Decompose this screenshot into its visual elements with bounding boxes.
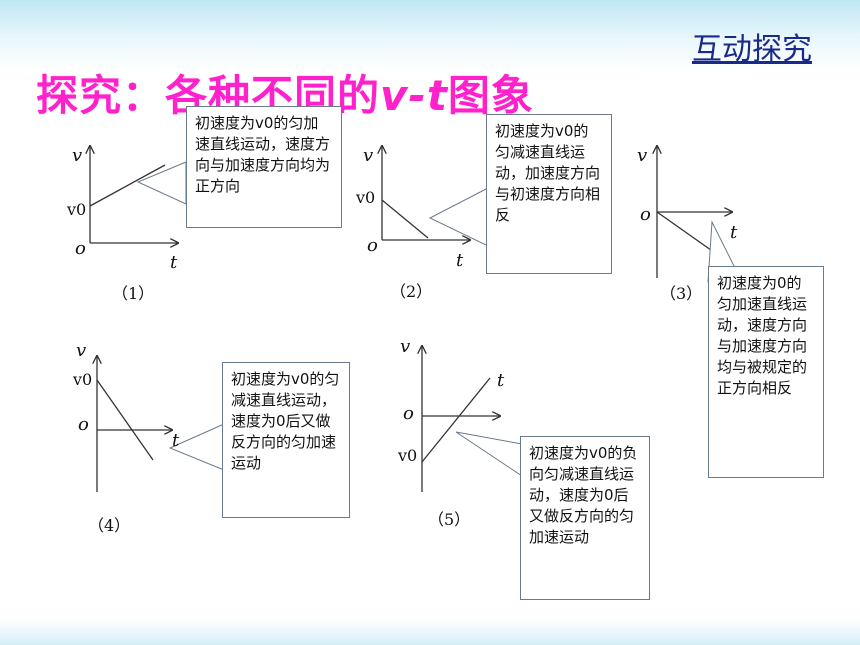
g2-v0-label: v0 <box>356 188 376 207</box>
title-part2: v-t <box>380 71 448 120</box>
g4-origin-label: o <box>78 414 89 435</box>
footer-background <box>0 619 860 645</box>
g4-line <box>96 379 154 461</box>
callout-4: 初速度为v0的匀减速直线运动，速度为0后又做反方向的匀加速运动 <box>222 362 350 518</box>
callout-2-text: 初速度为v0的匀减速直线运动，加速度方向与初速度方向相反 <box>495 122 601 224</box>
g5-line <box>421 377 491 463</box>
title-part3: 图象 <box>447 71 534 120</box>
g2-x-label: t <box>456 250 464 271</box>
callout-4-text: 初速度为v0的匀减速直线运动，速度为0后又做反方向的匀加速运动 <box>231 370 340 472</box>
g1-origin-label: o <box>75 238 86 259</box>
g2-y-label: v <box>363 145 374 166</box>
g2-origin-label: o <box>367 235 378 256</box>
callout-3: 初速度为0的匀加速直线运动，速度方向与加速度方向均与被规定的正方向相反 <box>708 266 824 478</box>
g2-caption: （2） <box>390 282 433 301</box>
g4-caption: （4） <box>88 516 131 535</box>
callout-2: 初速度为v0的匀减速直线运动，加速度方向与初速度方向相反 <box>486 114 612 274</box>
g4-x-label: t <box>172 430 180 451</box>
g5-v0-label: v0 <box>398 446 418 465</box>
g5-y-label: v <box>400 336 411 357</box>
g5-caption: （5） <box>428 510 471 529</box>
g4-v0-label: v0 <box>73 370 93 389</box>
callout-5-pointer <box>455 431 523 477</box>
g3-x-label: t <box>730 222 738 243</box>
g2-line <box>381 199 429 239</box>
callout-1-text: 初速度为v0的匀加速直线运动，速度方向与加速度方向均为正方向 <box>195 114 331 195</box>
g3-origin-label: o <box>640 204 651 225</box>
callout-1: 初速度为v0的匀加速直线运动，速度方向与加速度方向均为正方向 <box>186 106 342 228</box>
g1-line <box>89 164 166 207</box>
g3-line <box>656 211 719 256</box>
g3-caption: （3） <box>660 284 703 303</box>
callout-5-text: 初速度为v0的负向匀减速直线运动，速度为0后又做反方向的匀加速运动 <box>529 444 638 546</box>
callout-1-pointer <box>136 161 187 205</box>
g1-x-label: t <box>170 252 178 273</box>
callout-2-pointer <box>428 187 489 247</box>
callout-3-text: 初速度为0的匀加速直线运动，速度方向与加速度方向均与被规定的正方向相反 <box>717 274 808 397</box>
header-background <box>0 0 860 70</box>
g5-x-label: t <box>497 370 505 391</box>
g5-origin-label: o <box>403 403 414 424</box>
g1-v0-label: v0 <box>67 200 87 219</box>
g1-y-label: v <box>72 145 83 166</box>
g1-caption: （1） <box>112 284 155 303</box>
callout-5: 初速度为v0的负向匀减速直线运动，速度为0后又做反方向的匀加速运动 <box>520 436 650 600</box>
g3-y-label: v <box>637 145 648 166</box>
interactive-explore-link[interactable]: 互动探究 <box>692 32 812 67</box>
g4-y-label: v <box>76 340 87 361</box>
